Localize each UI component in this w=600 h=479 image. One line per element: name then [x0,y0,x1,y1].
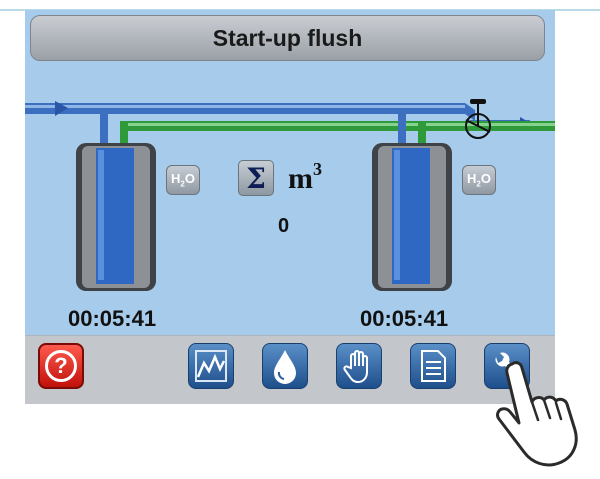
left-h2o-button[interactable]: H2O [166,165,200,195]
pointing-hand-icon [496,361,578,467]
chart-icon [195,350,227,382]
drop-icon [274,350,296,384]
right-filter-runtime: 00:05:41 [360,306,449,331]
left-filter-runtime: 00:05:41 [68,306,157,331]
hand-icon [343,350,368,384]
flush-diagram [25,99,555,291]
green-pipe [120,121,555,151]
left-drop-pipe [100,110,108,152]
volume-value: 0 [278,215,290,237]
page-title: Start-up flush [212,24,363,51]
right-drop-pipe [398,110,406,152]
flow-arrow-icon [55,101,68,116]
manual-button[interactable] [336,343,382,389]
h2o-label: H2O [467,171,491,189]
title-bar: Start-up flush [30,15,545,61]
report-button[interactable] [410,343,456,389]
left-filter-housing [76,143,156,291]
right-filter-housing [372,143,452,291]
inlet-pipe [25,101,475,121]
volume-unit: m3 [288,158,322,195]
document-icon [421,350,446,382]
volume-counter: Σ m3 [238,158,322,196]
valve-icon [465,99,491,139]
flush-button[interactable] [262,343,308,389]
right-h2o-button[interactable]: H2O [462,165,496,195]
chart-button[interactable] [188,343,234,389]
h2o-label: H2O [171,171,195,189]
sigma-icon[interactable]: Σ [238,160,274,196]
help-button[interactable]: ? [38,343,84,389]
question-icon: ? [45,350,77,382]
